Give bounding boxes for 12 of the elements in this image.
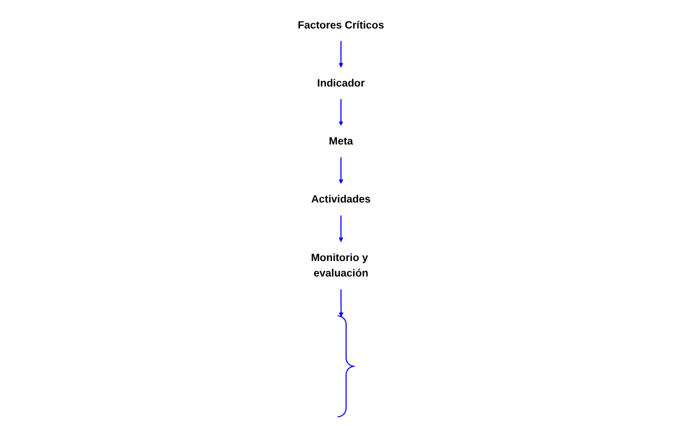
arrow bbox=[338, 157, 344, 184]
node-text: Actividades bbox=[311, 194, 371, 206]
flowchart: Factores Críticos Indicador Meta Actividades Monitorio y evaluación bbox=[268, 5, 414, 421]
arrow bbox=[338, 215, 344, 242]
arrow bbox=[338, 99, 344, 126]
arrow bbox=[338, 289, 344, 318]
arrow bbox=[338, 40, 344, 68]
node-text: Factores Críticos bbox=[298, 19, 384, 31]
node-text: Meta bbox=[328, 136, 354, 148]
node-brace bbox=[337, 315, 356, 418]
node-text: Monitorio y evaluación bbox=[311, 252, 368, 280]
node-text: Indicador bbox=[317, 77, 365, 90]
